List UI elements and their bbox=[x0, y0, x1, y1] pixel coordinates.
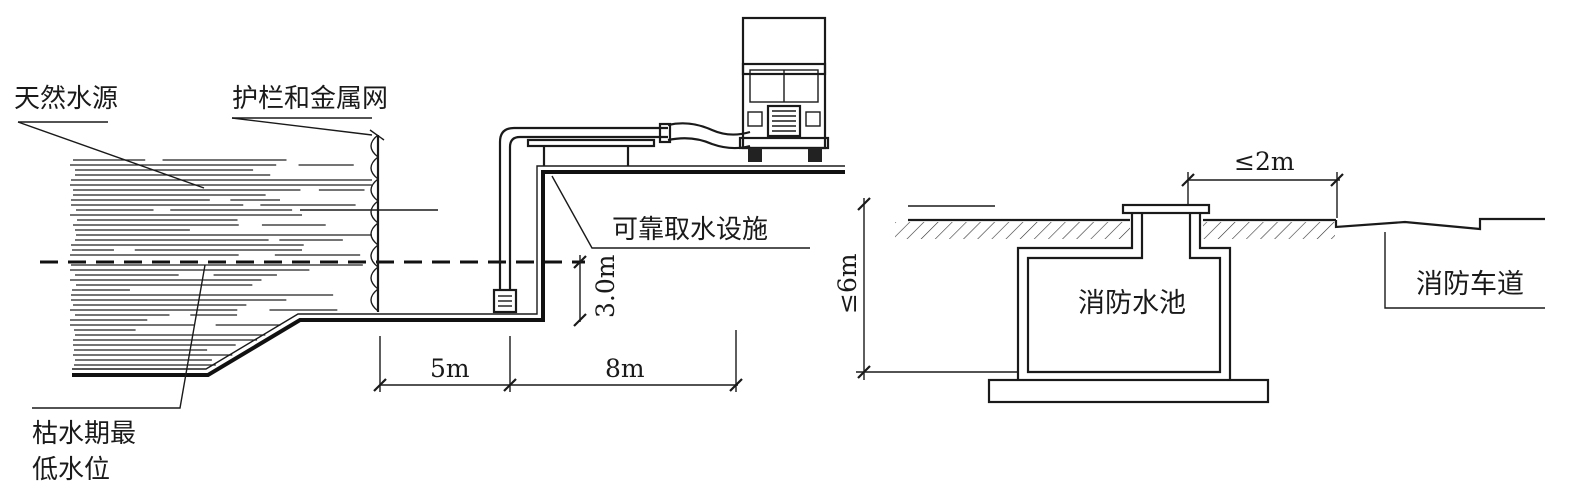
label-fire-lane: 消防车道 bbox=[1416, 269, 1524, 300]
label-lowest-level-line2: 低水位 bbox=[32, 455, 110, 485]
dimension-2m bbox=[1181, 172, 1344, 218]
label-depth-6m: ≤6m bbox=[833, 253, 862, 314]
fire-truck-icon bbox=[738, 16, 830, 162]
label-lowest-level-line1: 枯水期最 bbox=[32, 419, 136, 449]
leader-intake bbox=[551, 175, 810, 249]
water-hatching bbox=[70, 159, 372, 366]
label-dist-2m: ≤2m bbox=[1234, 147, 1295, 176]
ground-surface bbox=[895, 205, 1545, 239]
leader-low-level bbox=[32, 264, 206, 409]
dimension-3m bbox=[573, 255, 587, 327]
dimension-6m bbox=[856, 197, 1018, 380]
label-intake-facility: 可靠取水设施 bbox=[612, 215, 768, 245]
fire-pool-structure bbox=[987, 203, 1270, 404]
leader-natural-source bbox=[17, 121, 205, 189]
label-dist-5m: 5m bbox=[430, 354, 470, 383]
guardrail-mesh bbox=[369, 129, 385, 312]
label-natural-source: 天然水源 bbox=[14, 84, 118, 114]
label-dist-8m: 8m bbox=[605, 354, 645, 383]
leader-fire-lane bbox=[1384, 232, 1545, 309]
water-body bbox=[40, 159, 585, 366]
dimension-5m-8m bbox=[373, 330, 743, 392]
label-fire-pool: 消防水池 bbox=[1078, 288, 1186, 319]
river-bed-inner bbox=[72, 165, 845, 370]
label-guardrail: 护栏和金属网 bbox=[232, 84, 388, 114]
label-depth-3m: 3.0m bbox=[591, 254, 620, 318]
